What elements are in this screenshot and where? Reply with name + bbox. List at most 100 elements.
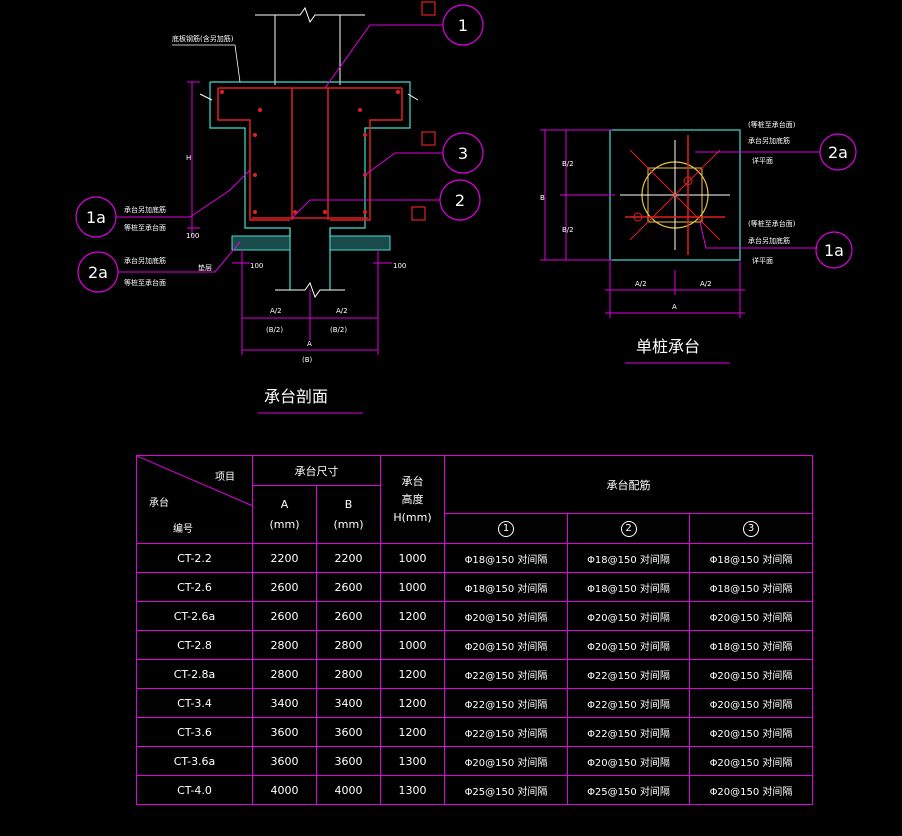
cell-a: 2600 (252, 572, 317, 602)
cell-h: 1200 (380, 601, 445, 631)
cell-r2: Φ18@150 对间隔 (567, 572, 690, 602)
cell-h: 1000 (380, 543, 445, 573)
header-height: 承台 高度 H(mm) (380, 455, 445, 544)
note-1a-line2: 等桩至承台面 (124, 223, 166, 232)
dim-100-vert: 100 (186, 232, 199, 240)
cell-r1: Φ22@150 对间隔 (444, 688, 568, 718)
cell-id: CT-4.0 (136, 775, 253, 805)
dim-a: A (307, 340, 312, 348)
cushion-right (329, 235, 391, 251)
sp-dim-a2-left: A/2 (635, 280, 647, 288)
cell-b: 2600 (316, 572, 381, 602)
break-line-bottom (275, 281, 345, 299)
cell-b: 2800 (316, 659, 381, 689)
cell-r1: Φ22@150 对间隔 (444, 717, 568, 747)
cell-r3: Φ18@150 对间隔 (689, 630, 813, 660)
sp-note-2a-3: 详平面 (752, 156, 773, 165)
sp-note-1a-3: 详平面 (752, 256, 773, 265)
cell-r1: Φ20@150 对间隔 (444, 746, 568, 776)
cell-r3: Φ18@150 对间隔 (689, 543, 813, 573)
sp-note-2a-1: (等桩至承台面) (748, 120, 796, 129)
cell-b: 3600 (316, 746, 381, 776)
cell-b: 2800 (316, 630, 381, 660)
sp-dim-a2-right: A/2 (700, 280, 712, 288)
svg-text:3: 3 (458, 144, 468, 163)
header-rebar-3: 3 (689, 513, 813, 544)
cell-id: CT-2.8a (136, 659, 253, 689)
svg-text:1: 1 (458, 16, 468, 35)
header-col-a: A (mm) (252, 485, 317, 544)
cell-r2: Φ22@150 对间隔 (567, 717, 690, 747)
cell-r1: Φ18@150 对间隔 (444, 543, 568, 573)
cell-h: 1000 (380, 630, 445, 660)
sp-dim-a: A (672, 303, 677, 311)
sp-callout-1a (815, 231, 853, 269)
cell-r3: Φ20@150 对间隔 (689, 717, 813, 747)
cap-schedule-table: 项目 承台 编号 承台尺寸 承台 高度 H(mm) 承台配筋 A (mm) B … (136, 455, 813, 805)
sp-note-1a-1: (等桩至承台面) (748, 219, 796, 228)
dim-b2-left: (B/2) (266, 326, 283, 334)
cell-r1: Φ20@150 对间隔 (444, 601, 568, 631)
cell-h: 1200 (380, 688, 445, 718)
svg-text:1a: 1a (86, 208, 106, 227)
note-top-rebar: 底板钢筋(含另加筋) (172, 34, 234, 43)
sp-dim-b2-top: B/2 (562, 160, 574, 168)
cell-r3: Φ20@150 对间隔 (689, 746, 813, 776)
header-cap-no-1: 承台 (149, 498, 169, 509)
cell-a: 3600 (252, 717, 317, 747)
note-1a-line1: 承台另加底筋 (124, 205, 166, 214)
cell-r1: Φ20@150 对间隔 (444, 630, 568, 660)
cell-b: 2600 (316, 601, 381, 631)
sp-note-2a-2: 承台另加底筋 (748, 136, 790, 145)
cell-h: 1300 (380, 746, 445, 776)
cell-b: 3600 (316, 717, 381, 747)
cell-id: CT-2.6a (136, 601, 253, 631)
cell-b: 3400 (316, 688, 381, 718)
cell-a: 2800 (252, 659, 317, 689)
cell-h: 1000 (380, 572, 445, 602)
cell-r2: Φ20@150 对间隔 (567, 746, 690, 776)
cell-r2: Φ20@150 对间隔 (567, 630, 690, 660)
cell-r2: Φ18@150 对间隔 (567, 543, 690, 573)
cell-a: 3400 (252, 688, 317, 718)
sp-note-1a-2: 承台另加底筋 (748, 236, 790, 245)
cell-h: 1300 (380, 775, 445, 805)
break-line-top (255, 6, 365, 24)
cell-r1: Φ18@150 对间隔 (444, 572, 568, 602)
cell-a: 2200 (252, 543, 317, 573)
dim-h: H (186, 154, 191, 162)
cell-id: CT-2.6 (136, 572, 253, 602)
single-pile-title: 单桩承台 (636, 337, 700, 356)
cushion-left (231, 235, 291, 251)
cell-b: 2200 (316, 543, 381, 573)
cell-r3: Φ20@150 对间隔 (689, 659, 813, 689)
cell-a: 2600 (252, 601, 317, 631)
dim-b: (B) (302, 356, 313, 364)
dim-b2-right: (B/2) (330, 326, 347, 334)
cell-id: CT-2.2 (136, 543, 253, 573)
svg-text:2a: 2a (828, 143, 848, 162)
single-pile-drawing: B B/2 B/2 A/2 A/2 A 2a (等桩至承台面) 承台另加底筋 详… (540, 120, 857, 364)
cell-r3: Φ20@150 对间隔 (689, 601, 813, 631)
cell-id: CT-3.4 (136, 688, 253, 718)
cell-a: 3600 (252, 746, 317, 776)
cell-r1: Φ22@150 对间隔 (444, 659, 568, 689)
header-size: 承台尺寸 (252, 455, 381, 486)
sp-dim-b: B (540, 194, 545, 202)
note-2a-line2: 等桩至承台面 (124, 278, 166, 287)
svg-text:1a: 1a (824, 241, 844, 260)
cell-b: 4000 (316, 775, 381, 805)
svg-text:2a: 2a (88, 263, 108, 282)
cell-id: CT-2.8 (136, 630, 253, 660)
cell-r3: Φ20@150 对间隔 (689, 688, 813, 718)
cell-id: CT-3.6 (136, 717, 253, 747)
cell-r3: Φ20@150 对间隔 (689, 775, 813, 805)
section-drawing: 底板钢筋(含另加筋) H 100 1 3 2 1a 承台另加底筋 等桩至承台面 … (75, 1, 484, 414)
svg-text:2: 2 (455, 191, 465, 210)
cell-r2: Φ22@150 对间隔 (567, 688, 690, 718)
header-col-b: B (mm) (316, 485, 381, 544)
